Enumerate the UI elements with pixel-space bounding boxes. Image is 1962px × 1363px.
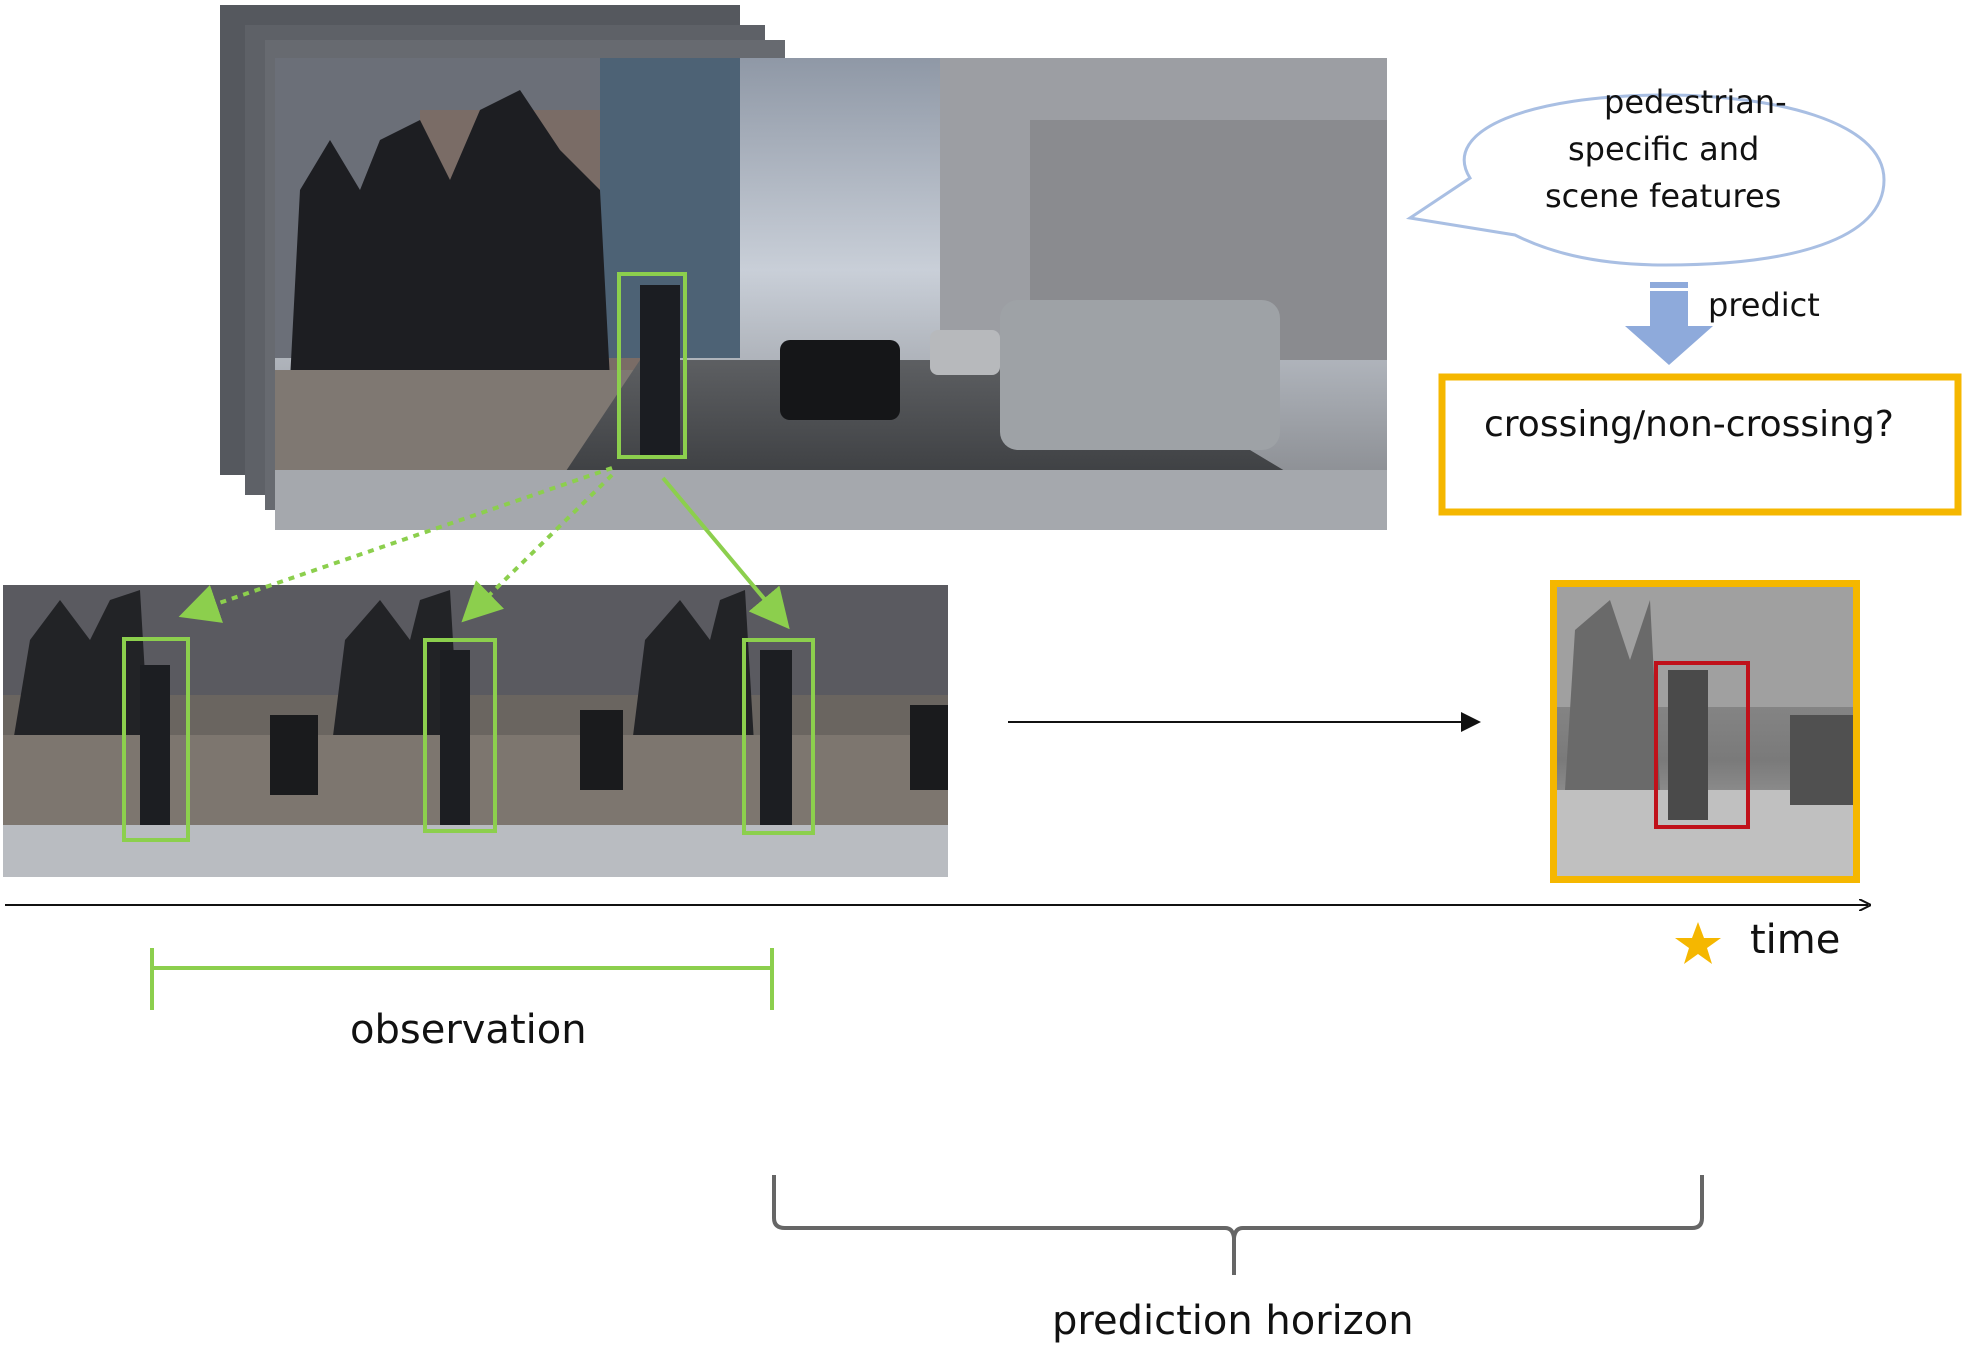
obs-frame-2-box <box>423 638 497 833</box>
dotted-arrow-frame-2 <box>461 473 614 623</box>
solid-arrow-frame-3 <box>661 476 790 630</box>
main-scene-frame <box>275 58 1387 530</box>
observation-strip <box>3 585 948 877</box>
bubble-text-line-3: scene features <box>1545 177 1782 215</box>
features-speech-bubble <box>1405 93 1886 267</box>
question-box <box>1438 373 1962 516</box>
bubble-text-line-2: specific and <box>1568 130 1760 168</box>
observation-label: observation <box>350 1007 587 1053</box>
observation-interval <box>150 948 774 1010</box>
bubble-text-line-1: pedestrian- <box>1604 83 1787 121</box>
crossing-pedestrian-box <box>1654 661 1750 829</box>
question-text: crossing/non-crossing? <box>1484 404 1894 445</box>
star-icon <box>1675 922 1721 964</box>
prediction-horizon-label: prediction horizon <box>1052 1298 1414 1344</box>
future-frame <box>1550 580 1860 883</box>
dotted-arrow-frame-1 <box>178 466 613 623</box>
obs-frame-3-box <box>742 638 815 835</box>
obs-frame-1-box <box>122 637 190 842</box>
main-pedestrian-box <box>617 272 687 459</box>
time-label: time <box>1750 917 1841 963</box>
prediction-horizon-brace <box>772 1175 1704 1275</box>
down-arrow-icon <box>1625 282 1713 365</box>
predict-label: predict <box>1708 286 1820 324</box>
